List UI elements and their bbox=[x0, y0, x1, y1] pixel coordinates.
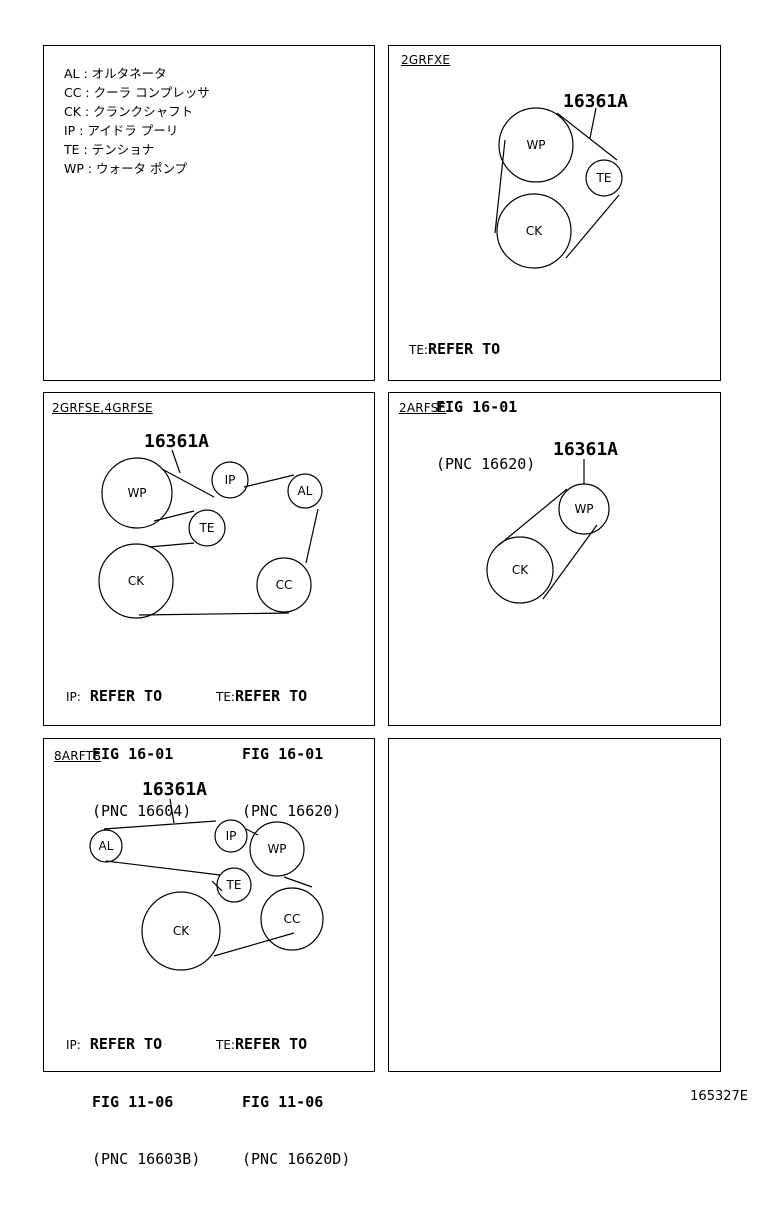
legend-panel: AL : オルタネータ CC : クーラ コンプレッサ CK : クランクシャフ… bbox=[43, 45, 375, 381]
pulley-al bbox=[89, 829, 123, 863]
note-line: FIG 16-01 bbox=[436, 398, 518, 416]
engine-label: 8ARFTS bbox=[54, 749, 102, 763]
legend-item: IP : アイドラ プーリ bbox=[64, 123, 179, 138]
pulley-ip bbox=[214, 819, 248, 853]
pulley-te bbox=[216, 867, 252, 903]
part-number: 16361A bbox=[553, 439, 618, 460]
legend-item: CC : クーラ コンプレッサ bbox=[64, 85, 210, 100]
panel-8arfts: 8ARFTS 16361A AL IP WP TE CK CC IP: REFE… bbox=[43, 738, 375, 1168]
pulley-ck bbox=[98, 543, 174, 619]
engine-label: 2GRFXE bbox=[401, 53, 451, 67]
pulley-label-wp: WP bbox=[267, 842, 286, 856]
note-key: IP: bbox=[66, 690, 81, 704]
pulley-label-cc: CC bbox=[284, 912, 301, 926]
pulley-label-ck: CK bbox=[173, 924, 190, 938]
pulley-label-cc: CC bbox=[276, 578, 293, 592]
note-line: (PNC 16620D) bbox=[242, 1150, 351, 1168]
note-line: REFER TO bbox=[89, 687, 163, 705]
note-line: FIG 16-01 bbox=[242, 745, 324, 763]
pulley-ip bbox=[211, 461, 249, 499]
reference-note-te: TE:REFER TO FIG 11-06 (PNC 16620D) bbox=[216, 997, 350, 1207]
note-line: REFER TO bbox=[427, 340, 501, 358]
part-leader-line bbox=[169, 798, 175, 824]
part-number: 16361A bbox=[563, 91, 628, 112]
pulley-wp bbox=[498, 107, 574, 183]
note-line: FIG 11-06 bbox=[242, 1093, 324, 1111]
drive-belt bbox=[103, 820, 313, 957]
drive-belt bbox=[138, 468, 319, 616]
pulley-label-ip: IP bbox=[226, 829, 237, 843]
panel-2grfxe: 2GRFXE 16361A WP TE CK TE:REFER TO FIG 1… bbox=[388, 45, 721, 473]
engine-label: 2GRFSE,4GRFSE bbox=[52, 401, 153, 415]
note-line: REFER TO bbox=[89, 1035, 163, 1053]
legend-item: WP : ウォータ ポンプ bbox=[64, 161, 188, 176]
legend-item: AL : オルタネータ bbox=[64, 66, 167, 81]
pulley-label-te: TE bbox=[596, 171, 612, 185]
note-line: (PNC 16603B) bbox=[92, 1150, 201, 1168]
pulley-al bbox=[287, 473, 323, 509]
drive-belt bbox=[494, 112, 620, 259]
part-leader-line bbox=[589, 107, 597, 139]
pulley-label-te: TE bbox=[199, 521, 215, 535]
engine-label: 2ARFSE bbox=[399, 401, 447, 415]
note-line: (PNC 16620) bbox=[436, 455, 536, 473]
pulley-te bbox=[188, 509, 226, 547]
pulley-label-wp: WP bbox=[574, 502, 593, 516]
legend-item: TE : テンショナ bbox=[64, 142, 155, 157]
pulley-ck bbox=[141, 891, 221, 971]
pulley-label-te: TE bbox=[226, 878, 242, 892]
panel-2arfse: 2ARFSE 16361A WP CK bbox=[388, 392, 721, 726]
belt-diagram-2grfse: 16361A WP IP AL TE CK CC bbox=[98, 431, 323, 619]
part-number: 16361A bbox=[142, 779, 207, 800]
note-line: FIG 16-01 bbox=[92, 745, 174, 763]
pulley-label-ck: CK bbox=[526, 224, 543, 238]
pulley-label-ck: CK bbox=[128, 574, 145, 588]
belt-diagram-2grfxe: 16361A WP TE CK bbox=[494, 91, 628, 269]
part-leader-line bbox=[171, 449, 181, 474]
pulley-label-wp: WP bbox=[526, 138, 545, 152]
note-line: FIG 11-06 bbox=[92, 1093, 174, 1111]
part-number: 16361A bbox=[144, 431, 209, 452]
pulley-wp bbox=[101, 457, 173, 529]
drive-belt bbox=[498, 488, 598, 600]
reference-note-te: TE:REFER TO FIG 16-01 (PNC 16620) bbox=[216, 649, 341, 859]
reference-note-ip: IP: REFER TO FIG 11-06 (PNC 16603B) bbox=[66, 997, 200, 1207]
note-line: (PNC 16620) bbox=[242, 802, 342, 820]
figure-reference-number: 165327E bbox=[690, 1089, 748, 1104]
legend-item: CK : クランクシャフト bbox=[64, 104, 194, 119]
pulley-ck bbox=[486, 536, 554, 604]
pulley-label-ip: IP bbox=[225, 473, 236, 487]
pulley-label-wp: WP bbox=[127, 486, 146, 500]
pulley-cc bbox=[260, 887, 324, 951]
pulley-label-ck: CK bbox=[512, 563, 529, 577]
panel-2grfse-4grfse: 2GRFSE,4GRFSE 16361A WP IP AL TE CK CC I… bbox=[43, 392, 375, 820]
pulley-cc bbox=[256, 557, 312, 613]
belt-diagram-8arfts: 16361A AL IP WP TE CK CC bbox=[89, 779, 324, 971]
note-line: REFER TO bbox=[234, 687, 308, 705]
belt-diagram-2arfse: 16361A WP CK bbox=[486, 439, 618, 604]
note-key: IP: bbox=[66, 1038, 81, 1052]
reference-note-te: TE:REFER TO FIG 16-01 (PNC 16620) bbox=[409, 302, 535, 512]
pulley-ck bbox=[496, 193, 572, 269]
pulley-wp bbox=[249, 821, 305, 877]
note-key: TE: bbox=[216, 690, 235, 704]
pulley-label-al: AL bbox=[298, 484, 313, 498]
note-key: TE: bbox=[409, 343, 428, 357]
reference-note-ip: IP: REFER TO FIG 16-01 (PNC 16604) bbox=[66, 649, 191, 859]
note-line: (PNC 16604) bbox=[92, 802, 192, 820]
note-key: TE: bbox=[216, 1038, 235, 1052]
pulley-te bbox=[585, 159, 623, 197]
abbreviation-legend: AL : オルタネータ CC : クーラ コンプレッサ CK : クランクシャフ… bbox=[64, 64, 210, 178]
note-line: REFER TO bbox=[234, 1035, 308, 1053]
empty-panel bbox=[388, 738, 721, 1072]
pulley-label-al: AL bbox=[99, 839, 114, 853]
